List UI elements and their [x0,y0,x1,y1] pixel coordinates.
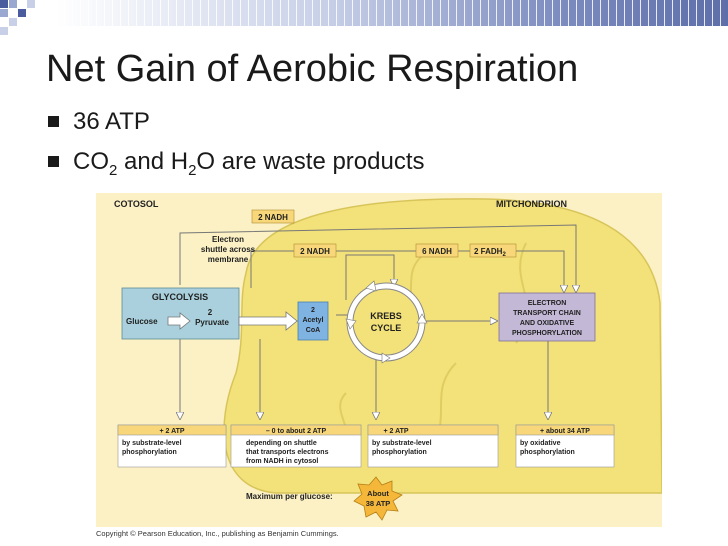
yield-desc-line: from NADH in cytosol [246,458,318,465]
header-band-grid [56,0,728,26]
krebs-label-2: CYCLE [371,323,402,333]
pyruvate-label: Pyruvate [195,318,229,327]
yield-amount: + 2 ATP [383,428,408,435]
yield-desc-line: phosphorylation [122,449,177,456]
bullet-item-atp: 36 ATP [48,108,150,136]
nadh-top-box [251,209,295,224]
flow-arrows [180,224,576,418]
yield-desc-line: phosphorylation [372,449,427,456]
pyruvate-to-acetyl-arrow [238,311,298,331]
max-per-glucose-label: Maximum per glucose: [246,492,333,501]
total-atp-starburst: About 38 ATP [353,476,403,521]
yield-desc-line: by oxidative [520,440,561,447]
yield-amount: + 2 ATP [159,428,184,435]
nadh-mid-label: 2 NADH [300,247,330,256]
yield-desc-line: by substrate-level [122,440,182,447]
yield-amount: + about 34 ATP [540,428,590,435]
etc-line-1: ELECTRON [528,300,567,307]
mitochondrion-shape [223,198,662,494]
shuttle-label-2: shuttle across [201,245,256,254]
yield-desc-line: phosphorylation [520,449,575,456]
shuttle-label-3: membrane [208,255,249,264]
slide-title: Net Gain of Aerobic Respiration [46,48,579,90]
nadh-top-label: 2 NADH [258,213,288,222]
bullet-item-waste: CO2 and H2O are waste products [48,148,425,179]
krebs-label-1: KREBS [370,311,402,321]
glycolysis-title: GLYCOLYSIS [152,292,208,302]
copyright-text: Copyright © Pearson Education, Inc., pub… [96,529,339,538]
corner-squares-decoration [0,0,35,35]
glucose-to-pyruvate-arrow [167,312,191,330]
krebs-cycle: KREBS CYCLE [345,280,428,364]
total-line-1: About [367,489,389,498]
nadh-six-label: 6 NADH [422,247,452,256]
yield-desc-line: depending on shuttle [246,440,317,447]
etc-line-2: TRANSPORT CHAIN [513,310,581,317]
yield-substrate-glycolysis: + 2 ATP by substrate-level phosphorylati… [117,424,227,468]
bullet-text: CO2 and H2O are waste products [73,148,425,179]
etc-line-3: AND OXIDATIVE [520,320,575,327]
glucose-label: Glucose [126,317,158,326]
bullet-square-icon [48,156,59,167]
nadh-six-box [415,243,459,258]
acetyl-coa-box [297,301,329,341]
etc-box [498,292,596,342]
yield-shuttle: – 0 to about 2 ATP depending on shuttle … [230,424,362,468]
yield-desc-line: by substrate-level [372,440,432,447]
shuttle-label-1: Electron [212,235,244,244]
nadh-mid-box [293,243,337,258]
bullet-text: 36 ATP [73,108,150,135]
yield-substrate-krebs: + 2 ATP by substrate-level phosphorylati… [367,424,499,468]
cytosol-label: COTOSOL [114,199,159,209]
yield-desc-line: that transports electrons [246,449,329,456]
fadh-box [469,243,517,258]
mitochondrion-label: MITCHONDRION [496,199,567,209]
aerobic-respiration-diagram: COTOSOL MITCHONDRION 2 NADH Electron shu… [96,193,662,527]
acetyl-line-3: CoA [306,327,320,334]
pyruvate-count: 2 [208,308,213,317]
bullet-square-icon [48,116,59,127]
yield-amount: – 0 to about 2 ATP [266,428,327,435]
etc-line-4: PHOSPHORYLATION [512,330,582,337]
acetyl-line-1: 2 [311,307,315,314]
yield-oxidative: + about 34 ATP by oxidative phosphorylat… [515,424,615,468]
total-line-2: 38 ATP [366,499,391,508]
fadh-label: 2 FADH2 [474,247,506,258]
acetyl-line-2: Acetyl [302,317,323,324]
